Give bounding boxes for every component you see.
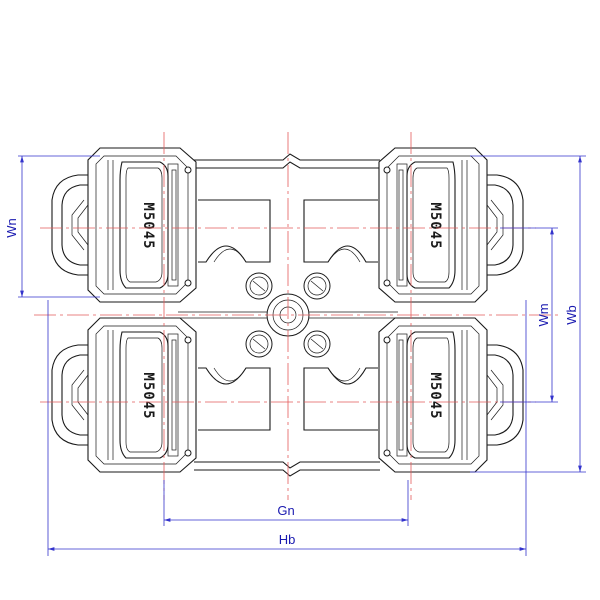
dimension-hb: Hb (47, 300, 527, 556)
dim-label-wm: Wm (536, 303, 551, 326)
svg-text:M5045: M5045 (140, 372, 156, 419)
pad-bottom-right: M5045 (378, 317, 524, 473)
dim-label-wn: Wn (4, 218, 19, 238)
svg-text:M5045: M5045 (140, 202, 156, 249)
dim-label-wb: Wb (564, 305, 579, 325)
svg-text:M5045: M5045 (427, 202, 443, 249)
dim-label-gn: Gn (277, 503, 294, 518)
dimension-wn: Wn (4, 155, 100, 298)
pad-bottom-left: M5045 (51, 317, 197, 473)
dimension-wb: Wb (470, 155, 586, 473)
dim-label-hb: Hb (279, 532, 296, 547)
pad-top-left: M5045 (51, 147, 197, 303)
dimension-wm: Wm (500, 227, 558, 403)
dimension-gn: Gn (163, 480, 409, 526)
centerlines (34, 132, 560, 500)
cross-rails (198, 199, 378, 431)
svg-text:M5045: M5045 (427, 372, 443, 419)
pad-top-right: M5045 (378, 147, 524, 303)
